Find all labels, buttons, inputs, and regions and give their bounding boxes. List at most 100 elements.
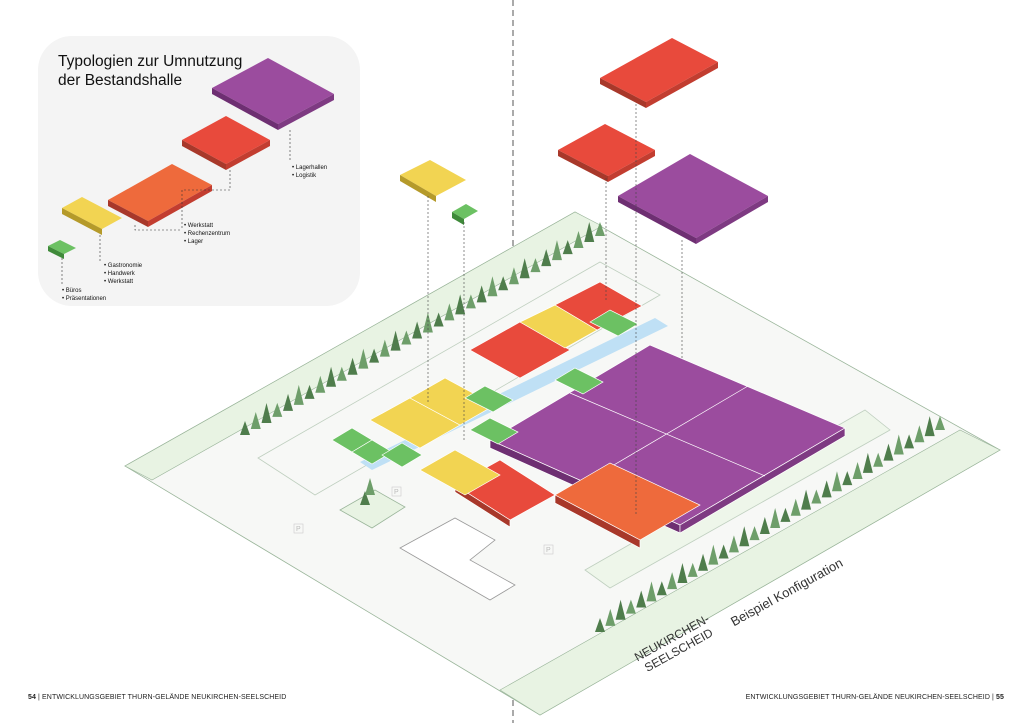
tree-icon — [365, 478, 375, 495]
tree-icon — [893, 434, 904, 455]
tree-icon — [360, 491, 370, 505]
tree-icon — [240, 421, 250, 435]
parking-marker-2: P — [546, 547, 551, 554]
tree-icon — [842, 471, 853, 486]
footer-right: ENTWICKLUNGSGEBIET THURN-GELÄNDE NEUKIRC… — [745, 694, 1004, 701]
legend-title: Typologien zur Umnutzung der Bestandshal… — [58, 52, 242, 90]
floating-blocks — [400, 38, 768, 515]
tree-icon — [935, 416, 945, 430]
tree-icon — [541, 249, 552, 267]
tree-icon — [883, 443, 894, 461]
tree-icon — [487, 276, 498, 297]
use-item: Gastronomie — [104, 262, 142, 270]
tree-icon — [708, 544, 719, 565]
tree-icon — [831, 471, 842, 492]
tree-icon — [625, 599, 636, 614]
tree-icon — [873, 452, 884, 467]
tree-icon — [914, 425, 925, 443]
tree-icon — [476, 285, 487, 303]
parking-marker-3: P — [394, 489, 399, 496]
legend-uses-m: Gastronomie Handwerk Werkstatt — [104, 262, 142, 286]
tree-icon — [465, 294, 476, 309]
tree-icon — [904, 434, 915, 449]
tree-icon — [562, 240, 573, 255]
tree-icon — [615, 599, 626, 620]
legend-uses-s: Büros Präsentationen — [62, 287, 106, 303]
tree-icon — [728, 535, 739, 553]
tree-icon — [739, 526, 750, 547]
tree-icon — [636, 590, 647, 608]
use-item: Werkstatt — [184, 222, 230, 230]
parking-markers: P P P — [293, 486, 554, 555]
use-item: Lager — [184, 238, 230, 246]
legend-uses-l: Werkstatt Rechenzentrum Lager — [184, 222, 230, 246]
tree-icon — [250, 411, 261, 429]
tree-icon — [444, 303, 455, 321]
tree-icon — [667, 572, 678, 590]
tree-icon — [336, 366, 347, 381]
tree-icon — [326, 366, 337, 387]
tree-icon — [801, 489, 812, 510]
tree-icon — [261, 402, 272, 423]
footer-right-text: ENTWICKLUNGSGEBIET THURN-GELÄNDE NEUKIRC… — [745, 694, 990, 701]
tree-icon — [811, 489, 822, 504]
tree-icon — [677, 563, 688, 584]
tree-icon — [595, 618, 605, 632]
tree-icon — [924, 416, 935, 437]
tree-icon — [530, 258, 541, 273]
tree-icon — [646, 581, 657, 602]
tree-icon — [508, 267, 519, 285]
footer-right-page: 55 — [996, 694, 1004, 701]
parking-marker-1: P — [296, 526, 301, 533]
legend-blocks — [48, 58, 334, 285]
main-building-blocks — [331, 281, 846, 549]
tree-icon — [584, 222, 595, 243]
tree-icon — [272, 402, 283, 417]
legend-uses-xl: Lagerhallen Logistik — [292, 164, 327, 180]
tree-icon — [821, 480, 832, 498]
use-item: Präsentationen — [62, 295, 106, 303]
tree-icon — [780, 507, 791, 522]
tree-icon — [498, 276, 509, 291]
use-item: Lagerhallen — [292, 164, 327, 172]
footer-left: 54 | ENTWICKLUNGSGEBIET THURN-GELÄNDE NE… — [28, 694, 287, 701]
legend-title-line2: der Bestandshalle — [58, 72, 183, 89]
footer-left-page: 54 — [28, 694, 36, 701]
tree-icon — [283, 393, 294, 411]
tree-icon — [790, 498, 801, 516]
tree-icon — [687, 562, 698, 577]
tree-icon — [656, 581, 667, 596]
tree-icon — [304, 384, 315, 399]
tree-icon — [573, 231, 584, 249]
tree-icon — [422, 312, 433, 333]
footer-left-text: ENTWICKLUNGSGEBIET THURN-GELÄNDE NEUKIRC… — [42, 694, 287, 701]
tree-icon — [347, 357, 358, 375]
tree-icon — [315, 375, 326, 393]
tree-icon — [595, 222, 605, 236]
tree-icon — [770, 507, 781, 528]
tree-icon — [455, 294, 466, 315]
tree-icon — [698, 553, 709, 571]
tree-icon — [412, 321, 423, 339]
tree-icon — [293, 384, 304, 405]
legend-title-line1: Typologien zur Umnutzung — [58, 53, 243, 70]
tree-icon — [519, 258, 530, 279]
tree-icon — [369, 348, 380, 363]
tree-icon — [390, 330, 401, 351]
tree-icon — [862, 452, 873, 473]
use-item: Handwerk — [104, 270, 142, 278]
tree-icon — [852, 461, 863, 479]
tree-rows — [240, 222, 945, 632]
tree-icon — [749, 526, 760, 541]
tree-icon — [401, 330, 412, 345]
tree-icon — [759, 517, 770, 535]
use-item: Logistik — [292, 172, 327, 180]
tree-icon — [605, 608, 616, 626]
use-item: Werkstatt — [104, 278, 142, 286]
tree-icon — [551, 240, 562, 261]
tree-icon — [379, 339, 390, 357]
use-item: Büros — [62, 287, 106, 295]
use-item: Rechenzentrum — [184, 230, 230, 238]
tree-icon — [358, 348, 369, 369]
